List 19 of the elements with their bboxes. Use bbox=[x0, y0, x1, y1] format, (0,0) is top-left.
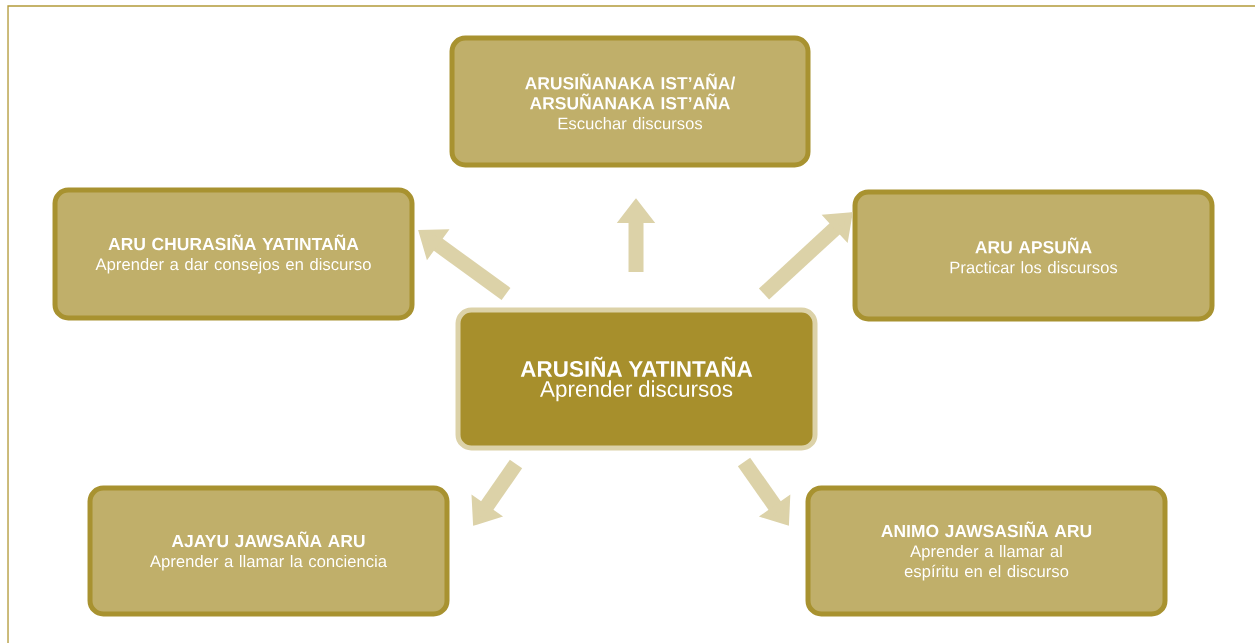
process-box bbox=[449, 35, 811, 168]
process-box bbox=[455, 307, 818, 451]
box-title: AJAYU JAWSAÑA ARU bbox=[171, 531, 365, 548]
box-subtitle: Aprender a llamar al espíritu en el discurso bbox=[904, 544, 1069, 581]
process-box bbox=[87, 485, 450, 617]
box-subtitle: Practicar los discursos bbox=[950, 261, 1118, 274]
box-subtitle: Aprender a llamar la conciencia bbox=[149, 555, 388, 571]
box-subtitle: Aprender discursos bbox=[540, 380, 733, 402]
box-title: ARU CHURASIÑA YATINTAÑA bbox=[108, 234, 359, 251]
box-title: ARUSIÑANAKA IST’AÑA/ ARSUÑANAKA IST’AÑA bbox=[525, 73, 736, 110]
block-arrow bbox=[758, 212, 853, 300]
box-title: ANIMO JAWSASIÑA ARU bbox=[881, 521, 1092, 538]
process-box bbox=[852, 189, 1215, 322]
box-title: ARUSIÑA YATINTAÑA bbox=[520, 356, 753, 377]
box-subtitle: Aprender a dar consejos en discurso bbox=[95, 258, 371, 274]
box-subtitle: Escuchar discursos bbox=[558, 117, 703, 130]
box-title: ARU APSUÑA bbox=[975, 237, 1092, 254]
process-box bbox=[805, 485, 1168, 617]
process-box bbox=[52, 187, 415, 321]
